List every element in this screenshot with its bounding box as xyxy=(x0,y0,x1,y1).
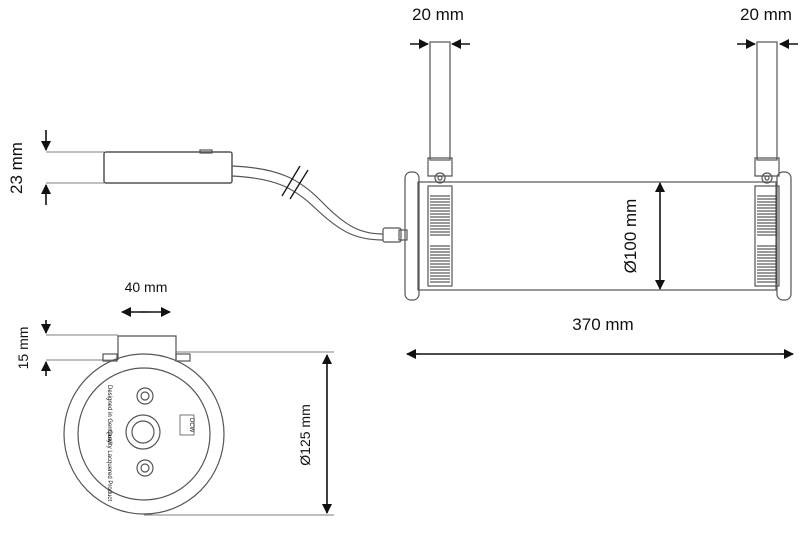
bracket-width-label: 40 mm xyxy=(125,279,168,295)
left-post-clamp xyxy=(427,157,453,184)
endcap-screw-top xyxy=(136,387,154,405)
end-view xyxy=(46,334,334,516)
body-length-label: 370 mm xyxy=(572,315,633,334)
endcap-center-gland xyxy=(125,414,161,450)
left-mounting-post xyxy=(429,41,451,161)
brand-logo: DCW xyxy=(179,414,195,436)
right-end-ring xyxy=(776,171,792,301)
right-hose-clamp xyxy=(754,185,780,287)
power-cable xyxy=(231,165,384,235)
mounting-bracket xyxy=(117,335,177,360)
svg-text:DCW: DCW xyxy=(188,418,194,433)
end-view-dimensions xyxy=(41,307,332,514)
endcap-label-origin: Designed in Germany xyxy=(106,385,112,443)
bracket-height-label: 15 mm xyxy=(15,327,31,370)
endcap-outer-ring xyxy=(63,353,225,515)
side-view-dimensions xyxy=(41,39,798,359)
right-post-width-label: 20 mm xyxy=(740,5,792,24)
right-post-clamp xyxy=(754,157,780,184)
left-post-width-label: 20 mm xyxy=(412,5,464,24)
driver-height-label: 23 mm xyxy=(7,142,26,194)
endcap-screw-bottom xyxy=(136,459,154,477)
endcap-inner-ring xyxy=(77,367,211,501)
right-mounting-post xyxy=(756,41,778,161)
endcap-diameter-label: Ø125 mm xyxy=(297,404,313,465)
lamp-body-tube xyxy=(417,181,777,291)
left-end-ring xyxy=(404,171,420,301)
left-hose-clamp xyxy=(427,185,453,287)
body-diameter-label: Ø100 mm xyxy=(621,199,640,274)
cable-break-mark xyxy=(281,165,309,200)
driver-box xyxy=(103,151,233,184)
side-view xyxy=(46,41,792,301)
endcap-label-quality: Quality Lacquered Product xyxy=(106,430,112,501)
cable-gland xyxy=(382,227,408,243)
